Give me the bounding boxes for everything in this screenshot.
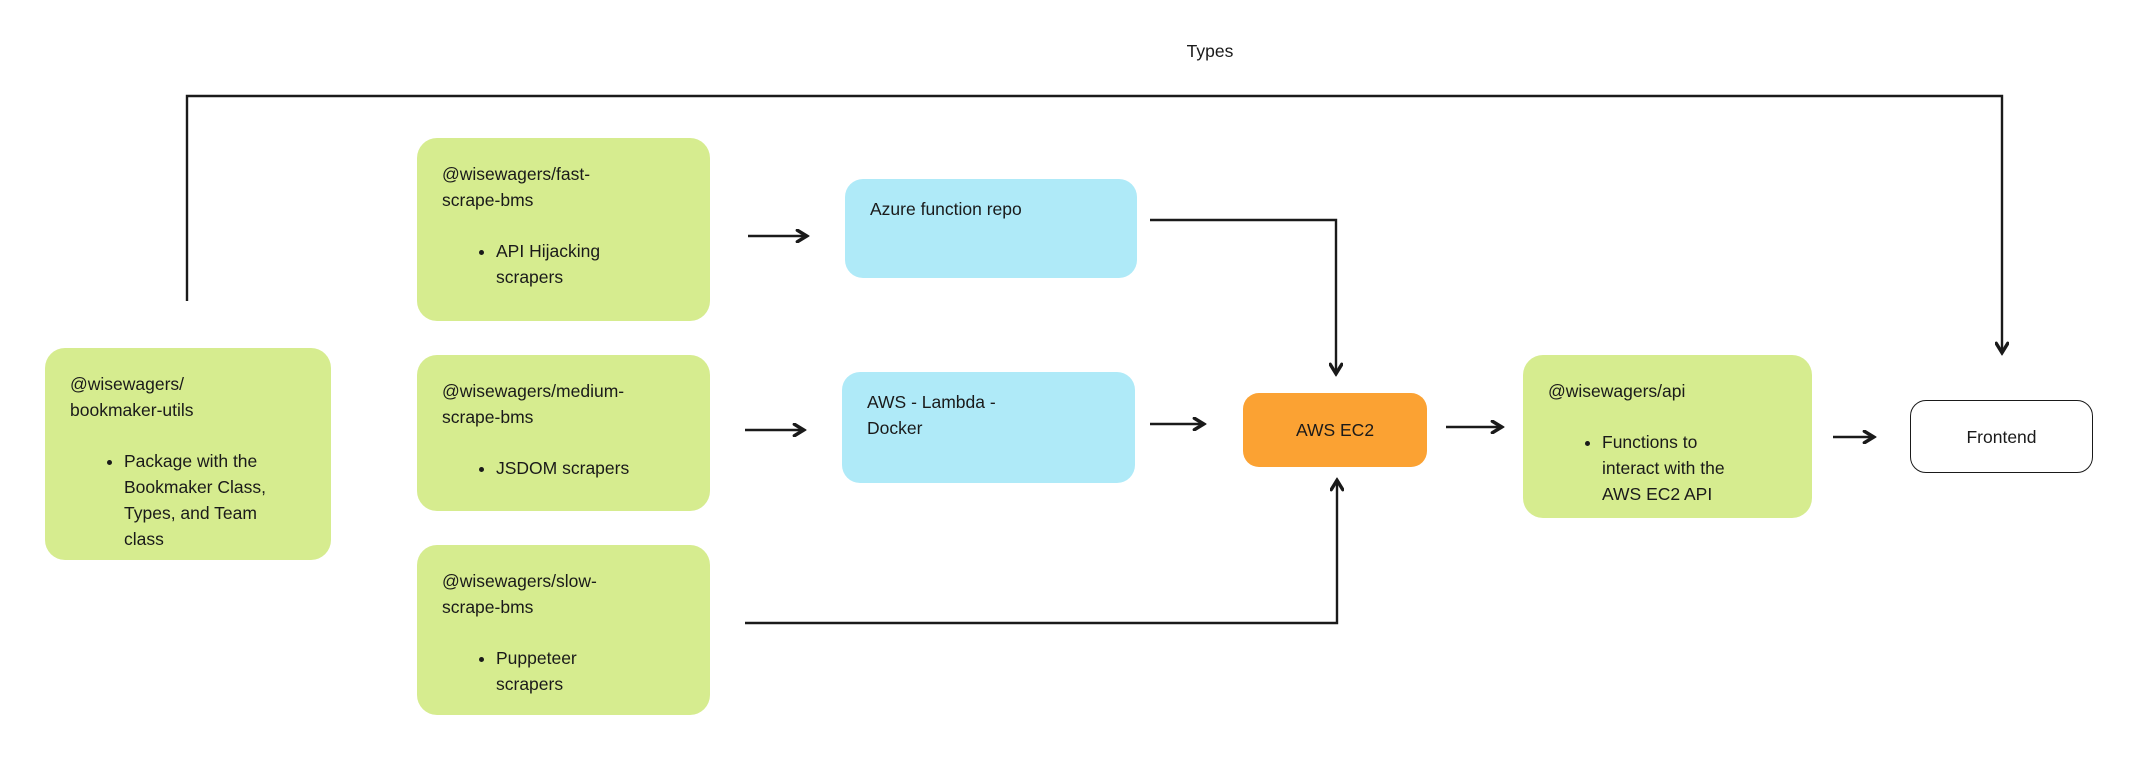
- node-bookmaker-utils-title: @wisewagers/ bookmaker-utils: [70, 374, 194, 420]
- node-frontend-title: Frontend: [1966, 426, 2037, 447]
- node-slow-scrape-bullets: Puppeteer scrapers: [442, 645, 686, 697]
- bullet-item: Functions to interact with the AWS EC2 A…: [1602, 429, 1788, 507]
- node-bookmaker-utils[interactable]: @wisewagers/ bookmaker-utils Package wit…: [45, 348, 331, 560]
- bullet-item: API Hijacking scrapers: [496, 238, 686, 290]
- node-medium-scrape-bms[interactable]: @wisewagers/medium- scrape-bms JSDOM scr…: [417, 355, 710, 511]
- node-fast-scrape-bms[interactable]: @wisewagers/fast- scrape-bms API Hijacki…: [417, 138, 710, 321]
- node-slow-scrape-bms[interactable]: @wisewagers/slow- scrape-bms Puppeteer s…: [417, 545, 710, 715]
- node-api-title: @wisewagers/api: [1548, 381, 1686, 401]
- bullet-item: Package with the Bookmaker Class, Types,…: [124, 448, 307, 552]
- edge-azure-to-aws-ec2: [1150, 218, 1336, 373]
- node-frontend[interactable]: Frontend: [1910, 400, 2093, 473]
- node-api-bullets: Functions to interact with the AWS EC2 A…: [1548, 429, 1788, 507]
- node-wisewagers-api[interactable]: @wisewagers/api Functions to interact wi…: [1523, 355, 1812, 518]
- node-medium-scrape-bullets: JSDOM scrapers: [442, 455, 686, 481]
- node-fast-scrape-title: @wisewagers/fast- scrape-bms: [442, 164, 591, 210]
- node-aws-ec2[interactable]: AWS EC2: [1243, 393, 1427, 467]
- node-azure-title: Azure function repo: [870, 199, 1022, 219]
- node-aws-ec2-title: AWS EC2: [1295, 420, 1375, 440]
- node-slow-scrape-title: @wisewagers/slow- scrape-bms: [442, 571, 597, 617]
- node-aws-lambda-docker[interactable]: AWS - Lambda - Docker: [842, 372, 1135, 483]
- bullet-item: JSDOM scrapers: [496, 455, 686, 481]
- node-bookmaker-utils-bullets: Package with the Bookmaker Class, Types,…: [70, 448, 307, 552]
- node-medium-scrape-title: @wisewagers/medium- scrape-bms: [442, 381, 625, 427]
- types-edge-label: Types: [1186, 41, 1234, 61]
- edge-slow-scrape-to-aws-ec2: [745, 481, 1337, 625]
- node-lambda-title: AWS - Lambda - Docker: [867, 392, 996, 438]
- bullet-item: Puppeteer scrapers: [496, 645, 686, 697]
- node-fast-scrape-bullets: API Hijacking scrapers: [442, 238, 686, 290]
- node-azure-function-repo[interactable]: Azure function repo: [845, 179, 1137, 278]
